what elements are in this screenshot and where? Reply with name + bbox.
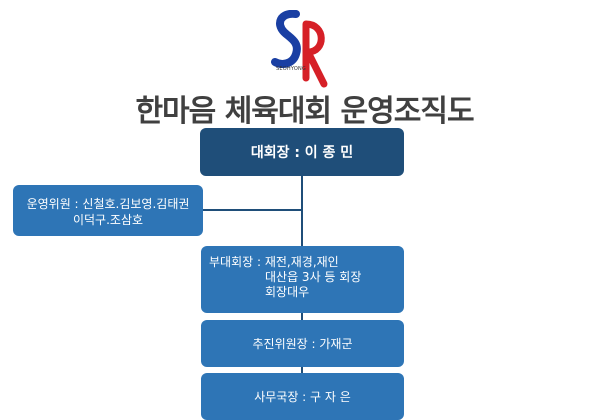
promotion-chair-box: 추진위원장 : 가재군 [201, 320, 404, 367]
vice-president-line-2: 대산읍 3사 등 회장 [265, 270, 362, 284]
vice-president-line-1: 재전,재경,재인 [264, 255, 339, 269]
operations-line-1: 운영위원 : 신철호.김보영.김태권 [26, 197, 190, 211]
seohyong-logo-icon [271, 10, 328, 88]
logo-caption: SEOHYONG [276, 66, 306, 72]
secretary-general-box: 사무국장 : 구 자 은 [201, 373, 404, 420]
promotion-chair-label: 추진위원장 : 가재군 [252, 337, 353, 351]
connector-horizontal-ops [203, 209, 302, 211]
operations-committee-box: 운영위원 : 신철호.김보영.김태권 이덕구.조삼호 [13, 185, 203, 236]
vice-president-line-3: 회장대우 [265, 285, 310, 299]
president-box: 대회장 : 이 종 민 [200, 128, 404, 176]
vice-president-box: 부대회장 : 재전,재경,재인 대산읍 3사 등 회장 회장대우 [201, 246, 404, 313]
operations-line-2: 이덕구.조삼호 [72, 213, 144, 227]
vice-president-role: 부대회장 : [209, 255, 265, 269]
page-title: 한마음 체육대회 운영조직도 [135, 94, 474, 129]
secretary-general-label: 사무국장 : 구 자 은 [254, 390, 351, 404]
president-label: 대회장 : 이 종 민 [250, 145, 354, 161]
